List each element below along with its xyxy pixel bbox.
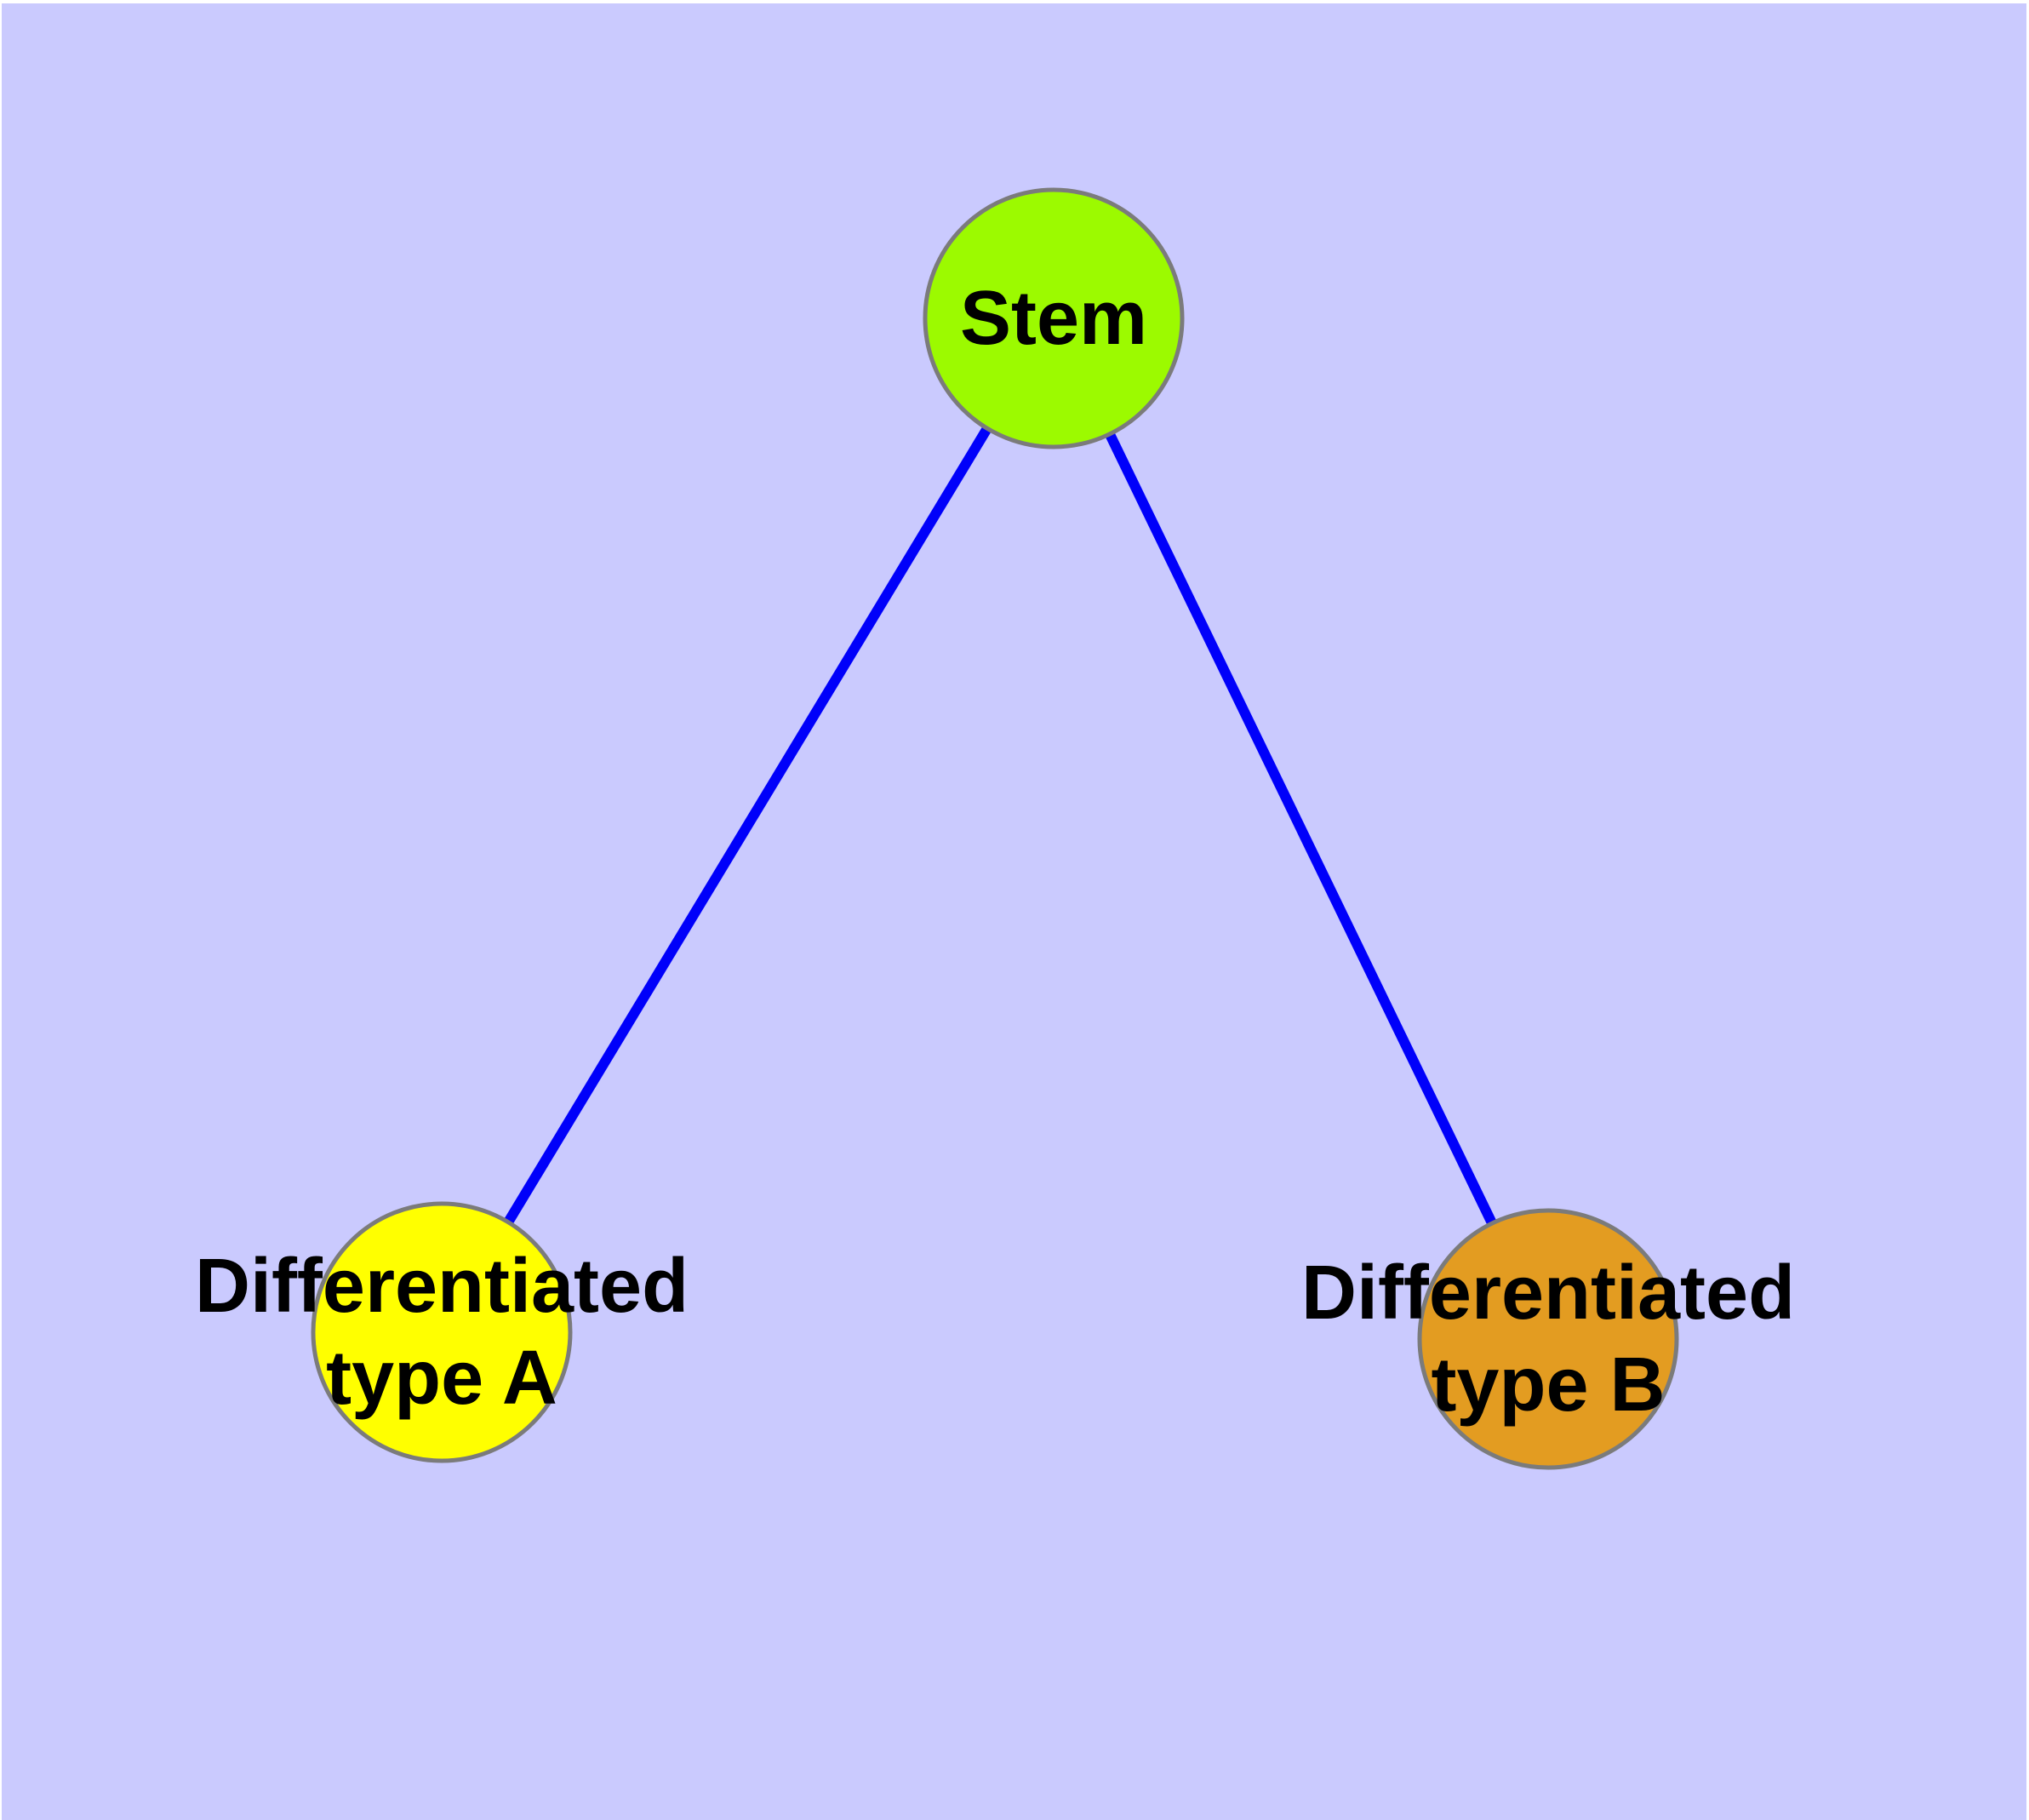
node-type-a-circle[interactable]	[311, 1201, 573, 1463]
edge-stem-to-type-a	[437, 315, 1059, 1336]
node-stem-circle[interactable]	[923, 187, 1185, 449]
diagram-canvas: Stem Differentiated type A Differentiate…	[2, 3, 2026, 1820]
node-type-b-circle[interactable]	[1417, 1208, 1679, 1470]
edge-stem-to-type-b	[1049, 316, 1553, 1342]
